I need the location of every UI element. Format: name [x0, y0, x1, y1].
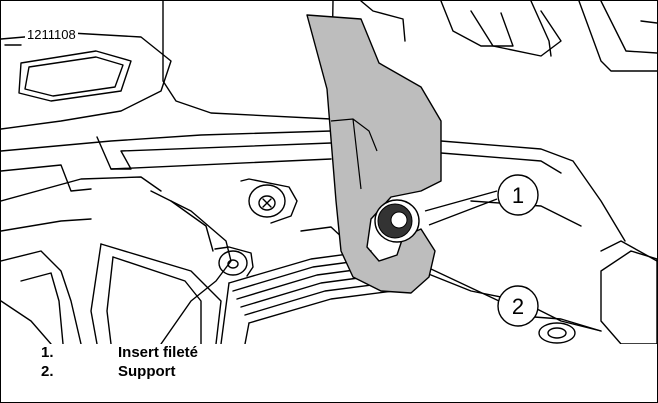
support-bracket	[306, 14, 442, 294]
shelf	[1, 130, 347, 152]
upper-screw	[248, 184, 286, 218]
legend-number: 1.	[41, 344, 54, 361]
legend-number: 2.	[41, 363, 54, 380]
lower-screw	[218, 250, 248, 276]
figure-id-label: 1211108	[25, 27, 78, 42]
legend-label: Support	[118, 363, 176, 380]
leader-line-1b	[428, 198, 498, 226]
leader-line-1a	[424, 190, 498, 212]
lower-left-opening	[100, 243, 222, 344]
callout-number-2: 2	[512, 294, 524, 319]
legend-label: Insert fileté	[118, 344, 199, 361]
technical-illustration: 1 2	[1, 1, 657, 344]
leader-line-2	[430, 268, 500, 302]
upper-left-panel	[1, 32, 172, 130]
callout-circle-2	[497, 285, 539, 327]
legend: 1. Insert fileté 2. Support	[1, 344, 657, 402]
callout-number-1: 1	[512, 183, 524, 208]
upper-left-slot	[18, 50, 132, 102]
right-clip	[600, 250, 657, 344]
callout-circle-1	[497, 174, 539, 216]
threaded-insert	[374, 199, 420, 243]
